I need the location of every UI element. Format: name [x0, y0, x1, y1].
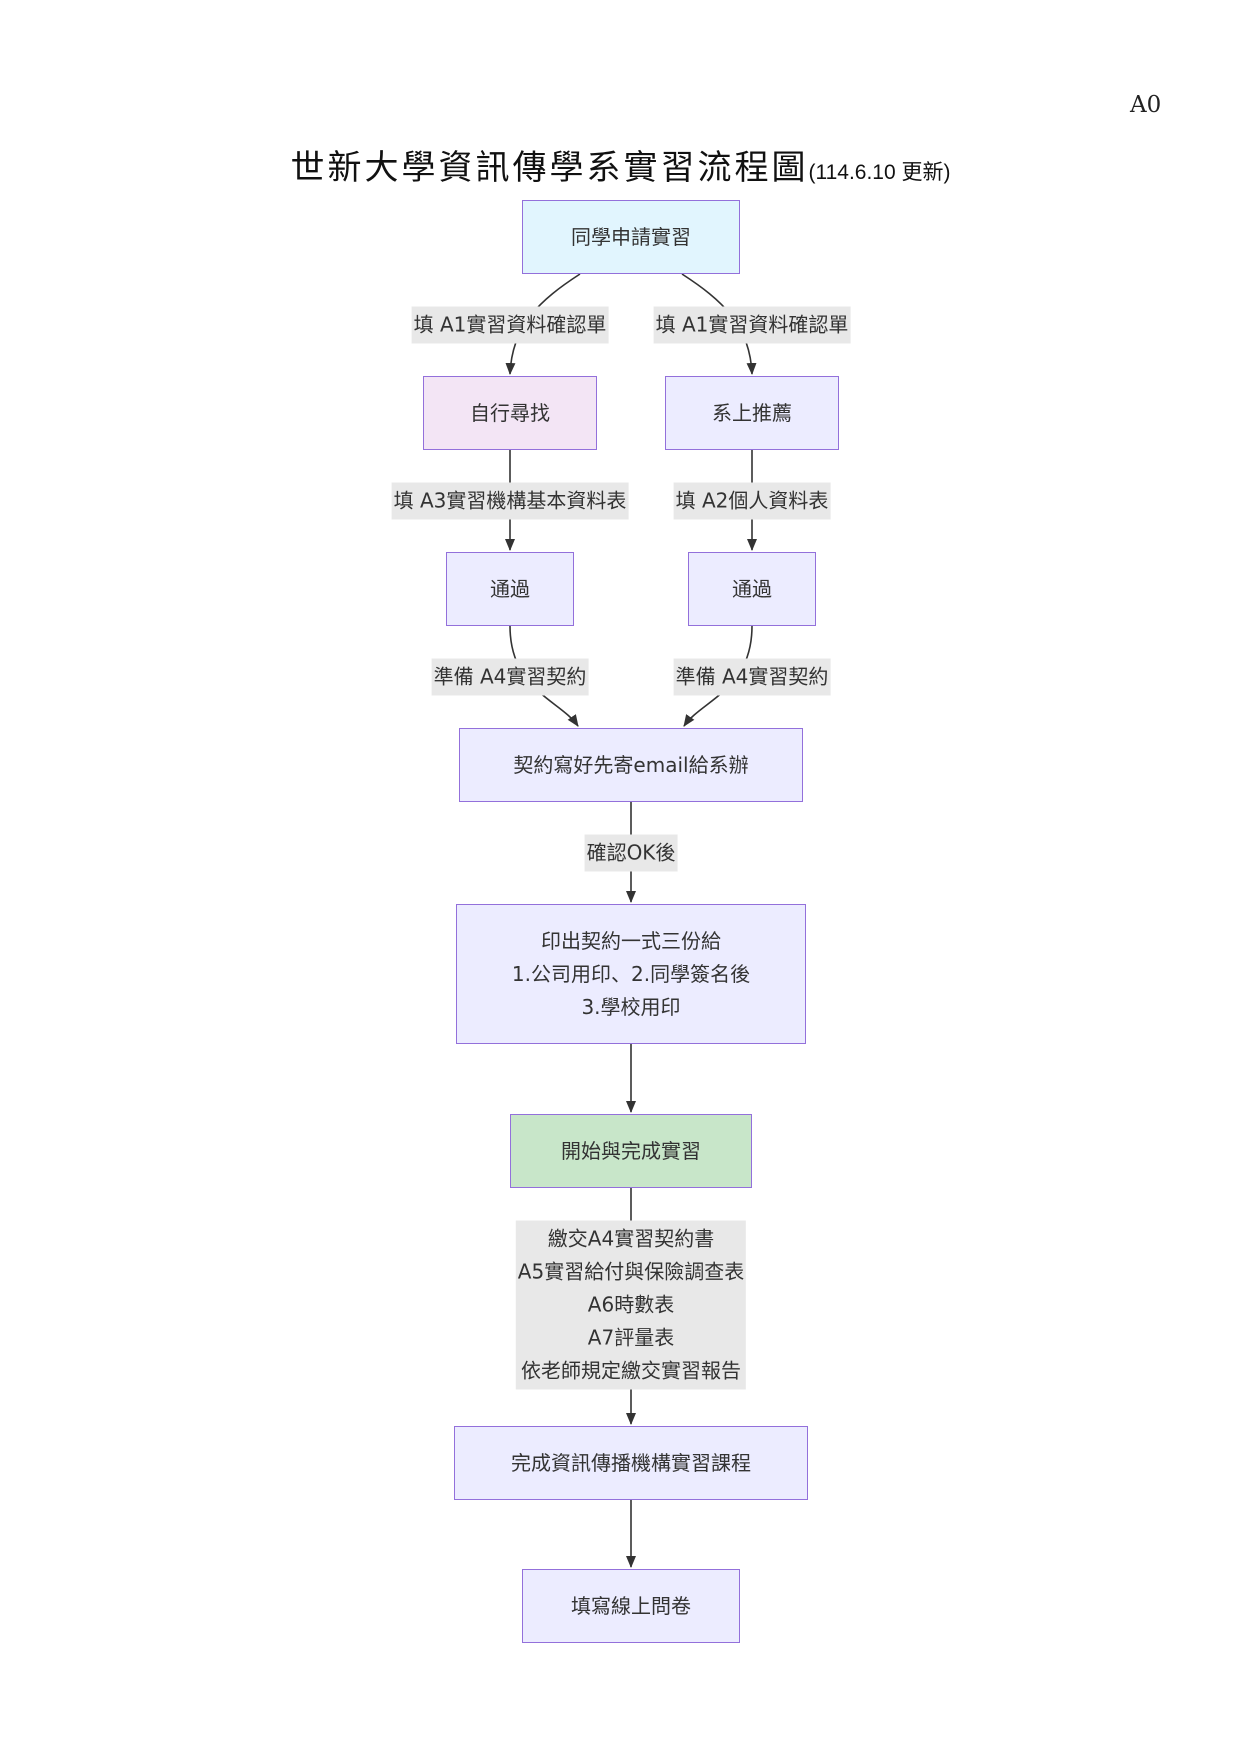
- edge-label-line: A5實習給付與保險調查表: [517, 1259, 745, 1284]
- edge-label-a2: 填 A2個人資料表: [673, 482, 831, 520]
- page-title: 世新大學資訊傳學系實習流程圖(114.6.10 更新): [0, 140, 1241, 189]
- node-complete-course: 完成資訊傳播機構實習課程: [454, 1426, 808, 1500]
- node-label: 契約寫好先寄email給系辦: [513, 752, 749, 777]
- edge-label-submit-docs: 繳交A4實習契約書 A5實習給付與保險調查表 A6時數表 A7評量表 依老師規定…: [515, 1220, 747, 1390]
- edge-label-a4-left: 準備 A4實習契約: [431, 658, 589, 696]
- edge-label-a3: 填 A3實習機構基本資料表: [391, 482, 629, 520]
- node-label: 通過: [732, 576, 772, 601]
- node-pass-left: 通過: [446, 552, 574, 626]
- node-label: 開始與完成實習: [561, 1138, 701, 1163]
- edge-label-line: 依老師規定繳交實習報告: [521, 1358, 741, 1383]
- node-apply-internship: 同學申請實習: [522, 200, 740, 274]
- title-main: 世新大學資訊傳學系實習流程圖: [290, 148, 809, 188]
- node-email-contract: 契約寫好先寄email給系辦: [459, 728, 803, 802]
- node-label-line: 3.學校用印: [581, 994, 681, 1019]
- node-label: 填寫線上問卷: [571, 1593, 691, 1618]
- node-pass-right: 通過: [688, 552, 816, 626]
- node-label: 同學申請實習: [571, 224, 691, 249]
- node-label: 通過: [490, 576, 530, 601]
- edge-label-a1-left: 填 A1實習資料確認單: [411, 306, 609, 344]
- edge-label-a4-right: 準備 A4實習契約: [673, 658, 831, 696]
- page-code: A0: [1130, 92, 1162, 118]
- node-label-line: 1.公司用印、2.同學簽名後: [511, 961, 751, 986]
- title-update-date: (114.6.10 更新): [808, 161, 951, 184]
- node-start-finish-internship: 開始與完成實習: [510, 1114, 752, 1188]
- node-label: 完成資訊傳播機構實習課程: [511, 1450, 751, 1475]
- node-label-line: 印出契約一式三份給: [541, 928, 721, 953]
- edge-label-line: A7評量表: [587, 1325, 675, 1350]
- node-dept-recommend: 系上推薦: [665, 376, 839, 450]
- edge-label-line: A6時數表: [587, 1292, 675, 1317]
- node-online-survey: 填寫線上問卷: [522, 1569, 740, 1643]
- node-label: 自行尋找: [470, 400, 550, 425]
- node-label: 系上推薦: [712, 400, 792, 425]
- node-self-find: 自行尋找: [423, 376, 597, 450]
- node-print-contract: 印出契約一式三份給 1.公司用印、2.同學簽名後 3.學校用印: [456, 904, 806, 1044]
- edge-label-a1-right: 填 A1實習資料確認單: [653, 306, 851, 344]
- edge-label-confirm: 確認OK後: [584, 834, 678, 872]
- edge-label-line: 繳交A4實習契約書: [547, 1226, 715, 1251]
